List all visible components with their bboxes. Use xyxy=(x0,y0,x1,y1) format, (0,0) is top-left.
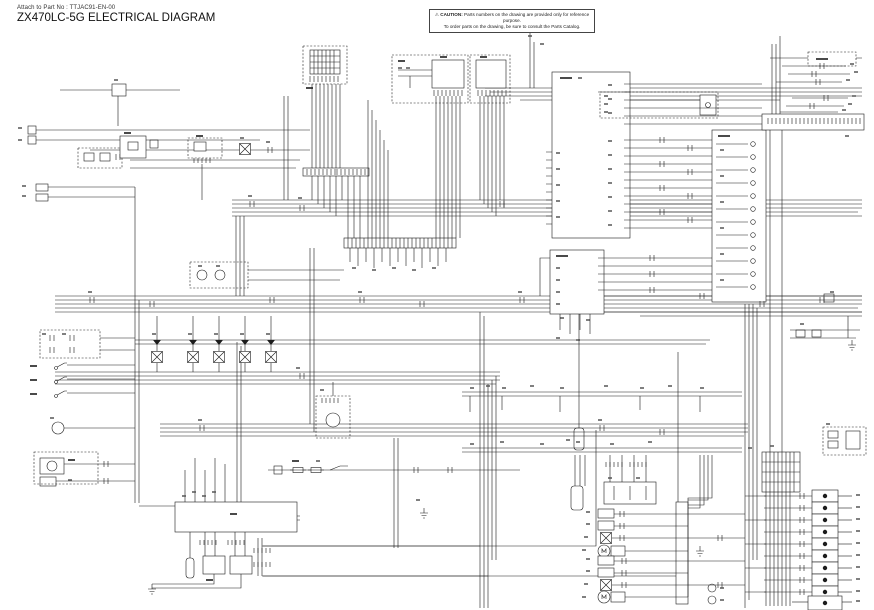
fusible-link-row xyxy=(273,460,348,475)
bus-tap-labels xyxy=(469,385,705,445)
junction-box-bottom-left xyxy=(139,458,488,595)
title-block: Attach to Part No : TTJAC91-EN-00 ZX470L… xyxy=(17,5,215,24)
caution-line1: Parts numbers on the drawing are provide… xyxy=(464,12,590,23)
right-mid-components xyxy=(699,291,857,351)
controller-connector-boxes-top xyxy=(391,54,511,238)
page-title: ZX470LC-5G ELECTRICAL DIAGRAM xyxy=(17,12,216,24)
indicator-unit xyxy=(711,129,850,303)
center-connector-strip xyxy=(343,100,457,271)
caution-box: ⚠ CAUTION: Parts numbers on the drawing … xyxy=(429,9,595,33)
solenoid-cluster xyxy=(570,455,745,605)
main-controller-unit xyxy=(546,71,762,239)
attach-part-no: Attach to Part No : TTJAC91-EN-00 xyxy=(17,5,116,11)
caution-line2: To order parts on the drawing, be sure t… xyxy=(443,23,581,29)
harness-gray-routes xyxy=(55,91,862,608)
center-motor-box xyxy=(315,382,351,439)
caution-label: CAUTION: xyxy=(440,12,463,17)
top-right-stubs xyxy=(761,36,865,131)
left-mid-sensor-box xyxy=(189,261,344,289)
left-switch-panel xyxy=(29,329,135,487)
bottom-right-terminal-block xyxy=(745,423,867,610)
secondary-controller-unit xyxy=(539,249,712,451)
top-left-components xyxy=(17,79,273,202)
fuse-box-top xyxy=(302,45,370,238)
wire-trunks xyxy=(36,30,862,608)
warning-icon: ⚠ xyxy=(434,12,439,17)
relay-row xyxy=(151,316,277,372)
